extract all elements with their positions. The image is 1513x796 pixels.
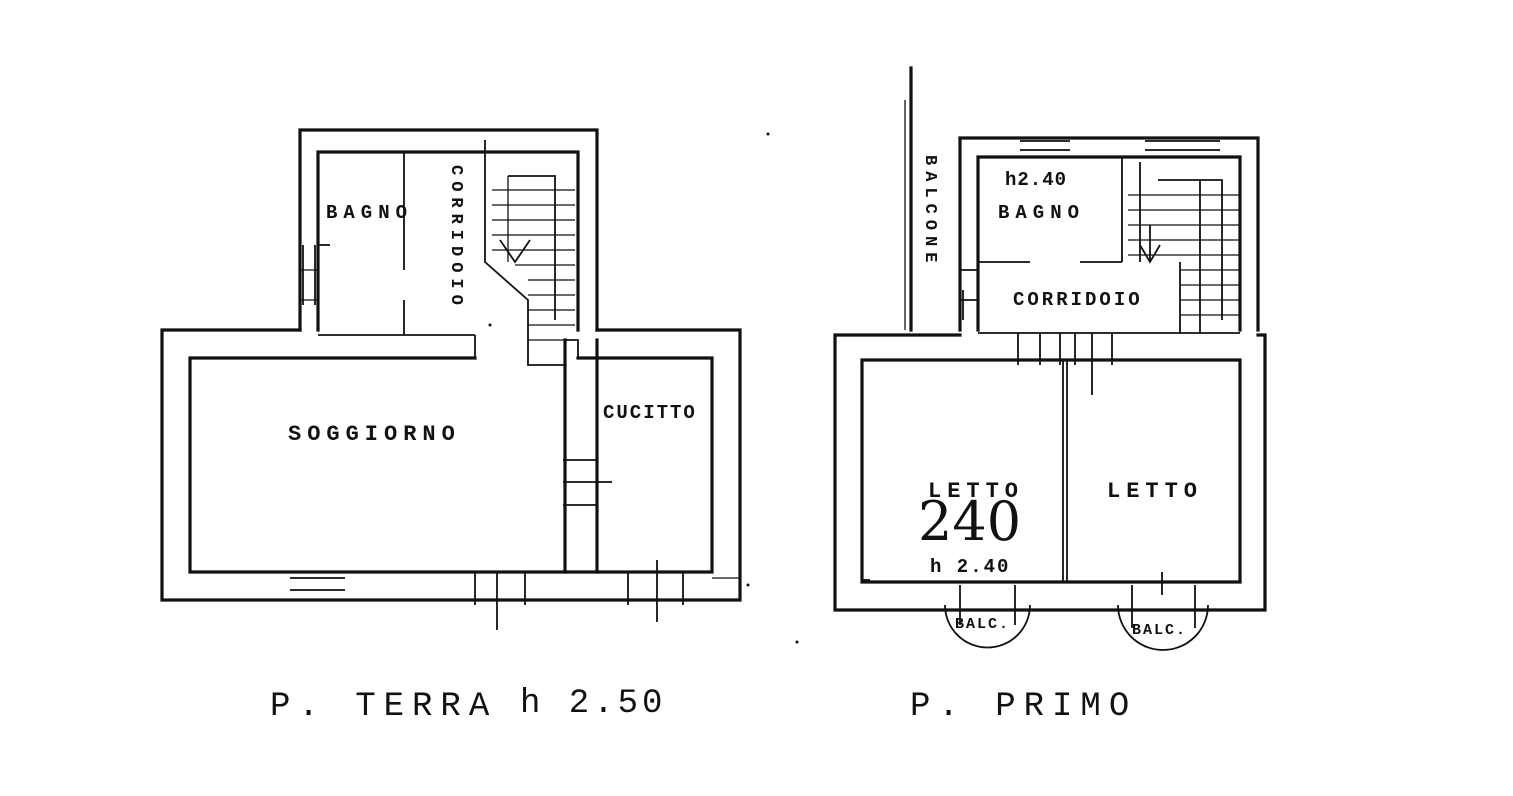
first-floor-plan: BALCONE h2.40 BAGNO CORRIDOIO LETTO 240 … bbox=[795, 66, 1267, 726]
ground-floor-stairs bbox=[484, 140, 575, 366]
room-label-bagno-first: BAGNO bbox=[998, 202, 1085, 224]
ground-floor-windows bbox=[290, 132, 770, 630]
balcony-label-left: BALC. bbox=[955, 616, 1010, 633]
room-label-corridoio-ground: CORRIDOIO bbox=[446, 165, 465, 311]
balcony-label-right: BALC. bbox=[1132, 622, 1187, 639]
area-label-balcone: BALCONE bbox=[920, 155, 939, 268]
ground-floor-partitions bbox=[318, 152, 405, 335]
first-floor-stairs bbox=[1128, 162, 1240, 333]
room-label-bagno-ground: BAGNO bbox=[326, 202, 413, 224]
room-label-corridoio-first: CORRIDOIO bbox=[1013, 289, 1143, 311]
room-label-soggiorno: SOGGIORNO bbox=[288, 422, 461, 447]
room-label-letto-left: LETTO bbox=[928, 479, 1024, 504]
room-label-letto-height: h 2.40 bbox=[930, 556, 1010, 578]
first-floor-partitions bbox=[960, 157, 1123, 271]
room-label-cucitto: CUCITTO bbox=[603, 402, 697, 424]
floor-height-ground: h 2.50 bbox=[520, 685, 666, 723]
room-label-letto-right: LETTO bbox=[1107, 479, 1203, 504]
ground-floor-walls bbox=[160, 128, 742, 602]
first-floor-windows bbox=[862, 140, 1220, 595]
first-floor-walls bbox=[833, 66, 1267, 612]
floor-title-first: P. PRIMO bbox=[910, 688, 1137, 726]
floor-title-ground: P. TERRA bbox=[270, 688, 497, 726]
first-floor-balconies bbox=[795, 585, 1209, 651]
room-label-big-number: 240 bbox=[918, 490, 1021, 553]
ground-floor-plan: BAGNO CORRIDOIO SOGGIORNO CUCITTO P. TER… bbox=[160, 128, 770, 726]
room-label-bagno-height: h2.40 bbox=[1005, 169, 1067, 191]
